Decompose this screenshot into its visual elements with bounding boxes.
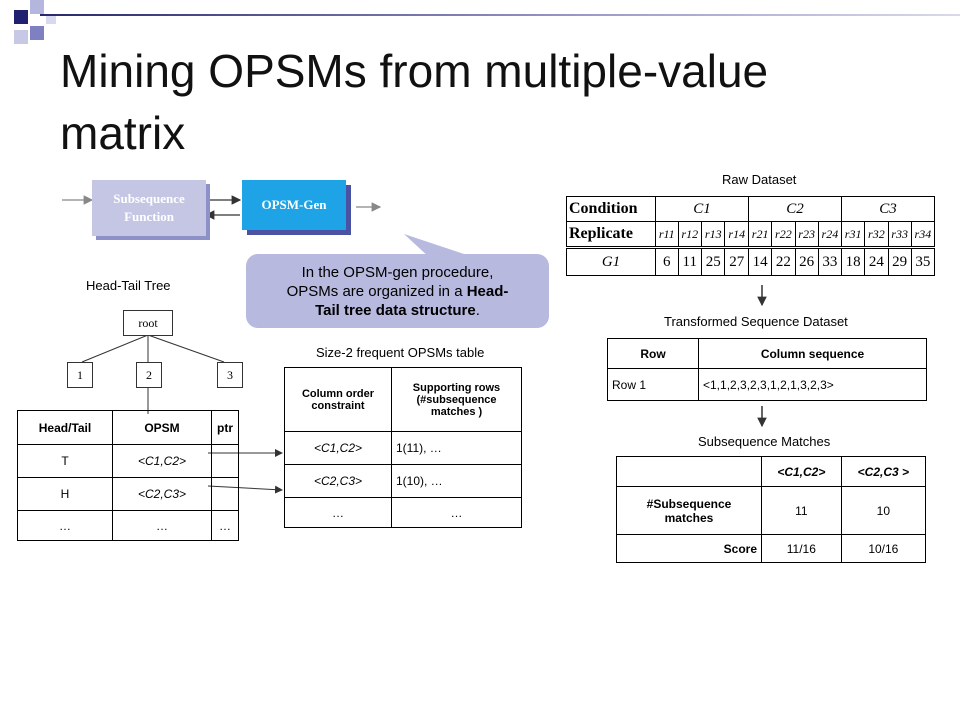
- raw-value: 22: [771, 247, 796, 276]
- tree-edge: [81, 334, 149, 363]
- tr-header-seq: Column sequence: [698, 338, 927, 369]
- tr-cell: Row 1: [607, 368, 699, 401]
- m-cell: 10/16: [840, 534, 927, 563]
- raw-replicate: r23: [794, 221, 819, 248]
- transformed-label: Transformed Sequence Dataset: [664, 314, 848, 329]
- opsm-gen-box: OPSM-Gen: [242, 180, 346, 230]
- tr-header-row: Row: [607, 338, 699, 369]
- callout-note: In the OPSM-gen procedure, OPSMs are org…: [246, 254, 549, 328]
- s2-cell: <C2,C3>: [284, 464, 392, 498]
- ht-cell: …: [211, 510, 239, 541]
- tr-cell: <1,1,2,3,2,3,1,2,1,3,2,3>: [698, 368, 927, 401]
- ht-header-ptr: ptr: [211, 410, 239, 445]
- ht-cell: <C1,C2>: [112, 444, 212, 478]
- raw-condition: C3: [841, 196, 935, 222]
- raw-condition: C2: [748, 196, 842, 222]
- head-tail-tree-label: Head-Tail Tree: [86, 278, 171, 293]
- raw-replicate: r14: [724, 221, 749, 248]
- raw-value: 18: [840, 247, 866, 276]
- m-cell: 11/16: [761, 534, 842, 563]
- matches-label: Subsequence Matches: [698, 434, 831, 449]
- head-tail-table: Head/Tail OPSM ptr T <C1,C2> H <C2,C3> ……: [17, 410, 239, 541]
- raw-replicate: r34: [910, 221, 936, 248]
- tree-node-1: 1: [67, 362, 93, 388]
- subsequence-function-box: Subsequence Function: [92, 180, 206, 236]
- raw-replicate: r22: [771, 221, 796, 248]
- raw-value: 35: [910, 247, 936, 276]
- ht-cell: …: [112, 510, 212, 541]
- raw-value: 11: [677, 247, 703, 276]
- ht-cell: [211, 477, 239, 511]
- tree-node-3: 3: [217, 362, 243, 388]
- raw-replicate: r24: [817, 221, 843, 248]
- ht-header-opsm: OPSM: [112, 410, 212, 445]
- raw-value: 25: [700, 247, 726, 276]
- m-cell: 11: [761, 486, 842, 535]
- raw-replicate: r33: [887, 221, 912, 248]
- callout-pointer: [404, 234, 470, 258]
- title-rule: [40, 14, 960, 16]
- raw-dataset-label: Raw Dataset: [722, 172, 797, 187]
- raw-replicate: r21: [747, 221, 773, 248]
- raw-value: 27: [724, 247, 749, 276]
- m-header-c2c3: <C2,C3 >: [840, 456, 927, 487]
- ht-cell: H: [17, 477, 113, 511]
- tree-node-2: 2: [136, 362, 162, 388]
- size2-table: Column order constraint Supporting rows …: [284, 367, 522, 528]
- size2-table-label: Size-2 frequent OPSMs table: [316, 345, 485, 360]
- m-cell: 10: [840, 486, 927, 535]
- tree-edge: [147, 334, 225, 363]
- s2-cell: <C1,C2>: [284, 431, 392, 465]
- s2-cell: 1(11), …: [391, 431, 522, 465]
- raw-replicate: r12: [677, 221, 703, 248]
- tree-root-node: root: [123, 310, 173, 336]
- raw-replicate-label: Replicate: [566, 221, 656, 248]
- s2-header-constraint: Column order constraint: [284, 367, 392, 432]
- raw-value: 29: [887, 247, 912, 276]
- m-cell: #Subsequence matches: [616, 486, 762, 535]
- raw-gene: G1: [566, 247, 656, 276]
- s2-cell: 1(10), …: [391, 464, 522, 498]
- raw-replicate: r31: [840, 221, 866, 248]
- m-cell: Score: [616, 534, 762, 563]
- matches-table: <C1,C2> <C2,C3 > #Subsequence matches 11…: [616, 456, 927, 563]
- raw-value: 33: [817, 247, 843, 276]
- ht-cell: …: [17, 510, 113, 541]
- s2-cell: …: [284, 497, 392, 528]
- ht-header-headtail: Head/Tail: [17, 410, 113, 445]
- raw-replicate: r13: [700, 221, 726, 248]
- raw-dataset-table: Condition C1 C2 C3 Replicate r11 r12 r13…: [566, 196, 940, 276]
- ht-cell: <C2,C3>: [112, 477, 212, 511]
- m-header-c1c2: <C1,C2>: [761, 456, 842, 487]
- raw-value: 26: [794, 247, 819, 276]
- ht-cell: T: [17, 444, 113, 478]
- transformed-table: Row Column sequence Row 1 <1,1,2,3,2,3,1…: [607, 338, 927, 401]
- m-header-empty: [616, 456, 762, 487]
- raw-value: 14: [747, 247, 773, 276]
- s2-header-rows: Supporting rows (#subsequence matches ): [391, 367, 522, 432]
- s2-cell: …: [391, 497, 522, 528]
- raw-value: 24: [864, 247, 889, 276]
- raw-replicate: r32: [864, 221, 889, 248]
- raw-value: 6: [655, 247, 679, 276]
- page-title: Mining OPSMs from multiple-value matrix: [60, 45, 769, 159]
- raw-condition-label: Condition: [566, 196, 656, 222]
- raw-replicate: r11: [655, 221, 679, 248]
- raw-condition: C1: [655, 196, 749, 222]
- ht-cell: [211, 444, 239, 478]
